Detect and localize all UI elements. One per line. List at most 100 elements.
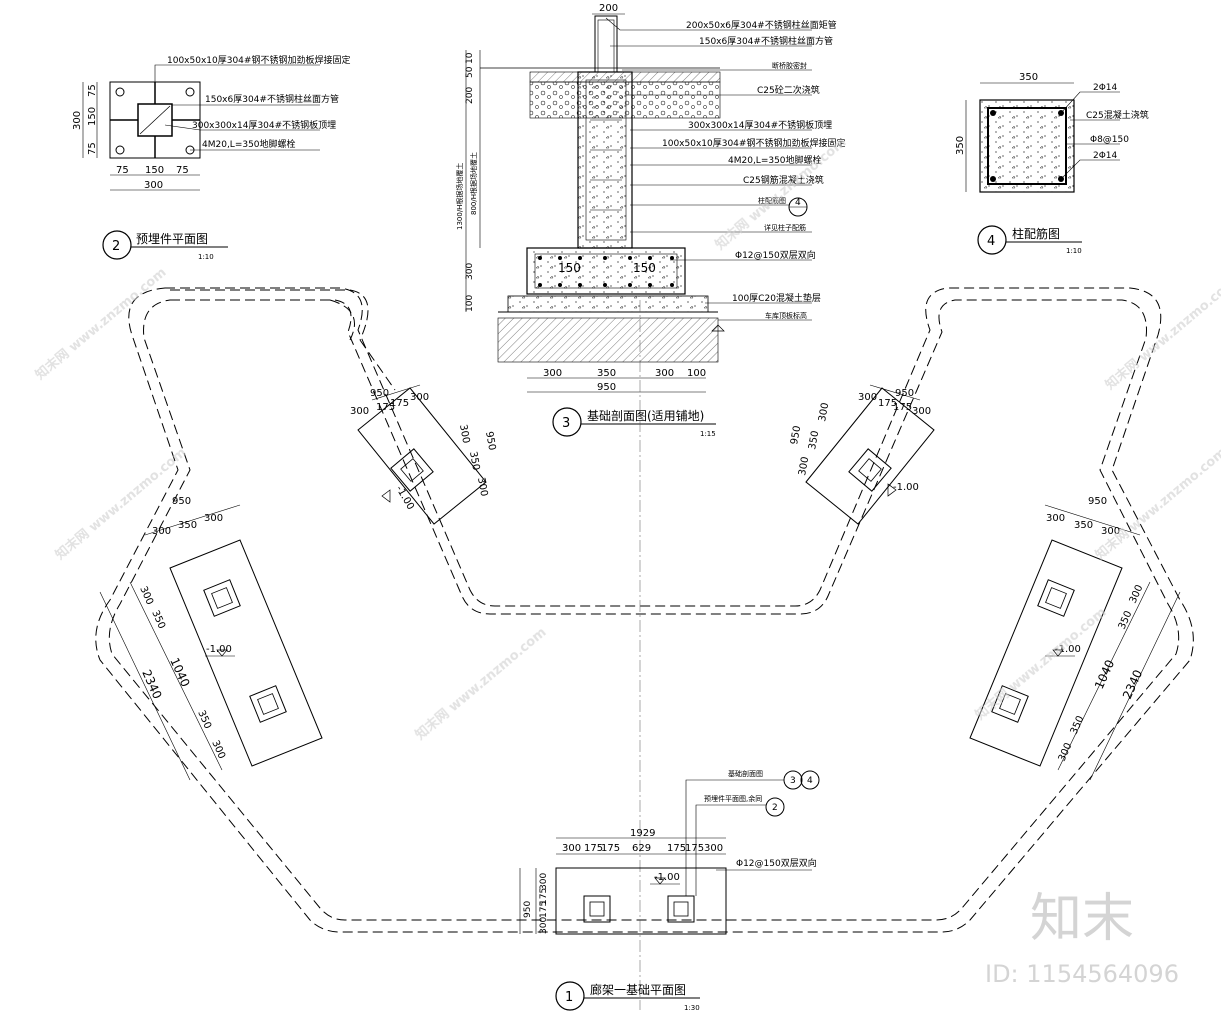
plan-1-foundation-layout: 950 300 175 175 300 300 350 300 950 -1.0… <box>95 287 1194 1012</box>
anchor-bolt <box>115 145 125 155</box>
dim-text: 175 <box>878 398 897 409</box>
dim-text: 150 <box>633 261 656 275</box>
dim-text: 350 <box>1117 609 1135 631</box>
dim-text: 950 <box>172 496 191 507</box>
dim-text: 300 <box>858 392 877 403</box>
anchor-bolt <box>185 87 195 97</box>
callout: Φ12@150双层双向 <box>736 857 817 869</box>
dim-text: 950 <box>1088 496 1107 507</box>
dim-text: 175 <box>539 888 549 905</box>
detail-title: 柱配筋图 <box>1012 226 1060 241</box>
ref-number: 2 <box>772 803 778 813</box>
dim-text: 800/H根据场地覆土 <box>469 152 478 215</box>
dim-text: 150 <box>558 261 581 275</box>
dim-text: 350 <box>807 430 821 451</box>
callout: 车库顶板标高 <box>765 311 807 320</box>
dim-text: 300 <box>539 917 549 934</box>
dim-text: 350 <box>467 451 481 472</box>
ref-circle <box>765 797 785 817</box>
callout: 断桥胶密封 <box>772 61 807 70</box>
dim-text: 300 <box>1057 741 1075 763</box>
callout: 预埋件平面图,余同 <box>704 794 762 803</box>
callout: 2Φ14 <box>1093 83 1118 93</box>
detail-number: 3 <box>562 416 570 431</box>
detail-number-circle <box>977 225 1007 255</box>
detail-title: 预埋件平面图 <box>136 232 208 246</box>
dim-text: 1929 <box>630 828 655 839</box>
callout: C25砼二次浇筑 <box>757 84 820 96</box>
callout: 300x300x14厚304#不锈钢板顶埋 <box>192 119 336 131</box>
dim-text: 300 <box>797 456 811 477</box>
detail-scale: 1:10 <box>198 253 214 261</box>
detail-number-circle <box>555 981 585 1011</box>
level-text: -1.00 <box>654 872 680 883</box>
ref-circle <box>800 770 820 790</box>
dim-text: 300 <box>72 111 83 130</box>
canopy-outline-outer <box>170 289 396 391</box>
dim-text: 300 <box>704 843 723 854</box>
detail-title: 基础剖面图(适用铺地) <box>587 409 704 423</box>
dim-text: 100 <box>465 295 475 312</box>
id-watermark: ID: 1154564096 <box>985 960 1179 988</box>
dim-text: 950 <box>789 425 803 446</box>
dim-text: 150 <box>87 107 98 126</box>
dim-text: 175 <box>539 901 549 918</box>
dim-text: 300 <box>457 424 471 445</box>
dim-text: 300 <box>137 585 155 607</box>
callout: 100x50x10厚304#钢不锈钢加劲板焊接固定 <box>662 137 845 149</box>
watermark-text: 知末网 www.znzmo.com <box>32 264 169 383</box>
dim-text: 175 <box>584 843 603 854</box>
callout: 详见柱子配筋 <box>764 223 806 232</box>
dim-text: 300 <box>204 513 223 524</box>
watermark-text: 知末网 www.znzmo.com <box>1102 274 1221 393</box>
callout: 150x6厚304#不锈钢柱丝面方管 <box>205 93 339 105</box>
dim-text: 629 <box>632 843 651 854</box>
anchor-bolt <box>115 87 125 97</box>
dim-text: 175 <box>376 402 395 413</box>
dim-text: 75 <box>116 165 129 176</box>
dim-text: 300 <box>475 477 489 498</box>
dim-text: 350 <box>1019 72 1038 83</box>
detail-scale: 1:10 <box>1066 247 1082 255</box>
dim-text: 1040 <box>1092 658 1117 692</box>
dim-text: 300 <box>144 180 163 191</box>
dim-text: 75 <box>176 165 189 176</box>
dim-text: 300 <box>562 843 581 854</box>
dim-text: 2340 <box>139 668 164 702</box>
footing-left: 950 300 350 300 300 350 1040 350 300 234… <box>99 496 323 781</box>
callout: 基础剖面图 <box>728 769 763 778</box>
callout: 2Φ14 <box>1093 151 1118 161</box>
dim-text: 10 <box>465 52 475 64</box>
dim-text: 200 <box>465 87 475 104</box>
detail-number: 1 <box>565 990 573 1005</box>
pedestal <box>577 71 633 249</box>
level-text: -1.00 <box>206 644 232 655</box>
detail-2-embedded-plate-plan: 100x50x10厚304#钢不锈钢加劲板焊接固定 150x6厚304#不锈钢柱… <box>72 54 350 261</box>
dim-text: 1300/H根据场地覆土 <box>455 163 464 230</box>
dim-text: 300 <box>410 392 429 403</box>
dim-text: 175 <box>601 843 620 854</box>
detail-number-circle <box>102 230 132 260</box>
dim-text: 950 <box>523 901 533 918</box>
watermark-text: 知末网 www.znzmo.com <box>52 444 189 563</box>
dim-text: 200 <box>599 3 618 14</box>
ref-number: 4 <box>807 776 813 786</box>
dim-text: 300 <box>1101 526 1120 537</box>
dim-text: 350 <box>178 520 197 531</box>
callout: C25钢筋混凝土浇筑 <box>743 174 824 186</box>
detail-4-column-rebar: 350 350 2Φ14 C25混凝土浇筑 Φ8@150 2Φ14 4 柱配筋图… <box>955 72 1149 255</box>
level-text: -1.00 <box>1055 644 1081 655</box>
dim-text: 175 <box>667 843 686 854</box>
detail-scale: 1:15 <box>700 430 716 438</box>
callout: Φ12@150双层双向 <box>735 249 816 261</box>
watermark-text: 知末网 www.znzmo.com <box>412 624 549 743</box>
dim-text: 75 <box>87 142 98 155</box>
dim-text: 300 <box>152 526 171 537</box>
dim-text: 175 <box>685 843 704 854</box>
detail-number: 4 <box>987 234 995 249</box>
callout: 100厚C20混凝土垫层 <box>732 292 821 304</box>
callout: C25混凝土浇筑 <box>1086 109 1149 121</box>
dim-text: 75 <box>87 84 98 97</box>
ref-number: 3 <box>790 776 796 786</box>
dim-text: 175 <box>390 398 409 409</box>
